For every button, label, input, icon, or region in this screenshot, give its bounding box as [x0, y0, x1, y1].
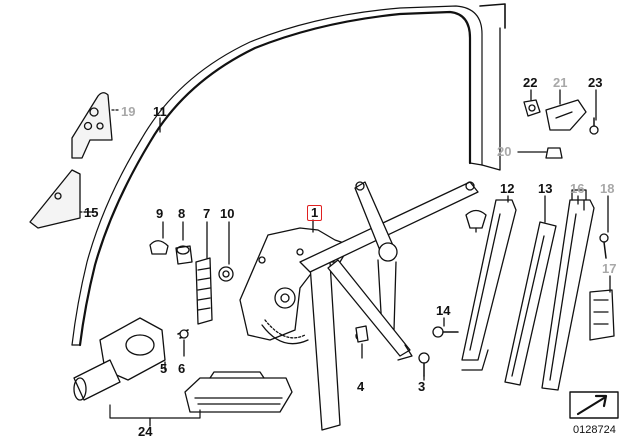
guide-rail-12	[461, 199, 517, 361]
label-part-15: 15	[84, 205, 99, 220]
guide-rail-16	[541, 199, 595, 391]
nut-22	[523, 99, 541, 117]
label-part-5: 5	[160, 361, 168, 376]
trim-piece-lower	[29, 169, 81, 229]
label-part-14: 14	[436, 303, 451, 318]
bracket-21	[545, 99, 587, 131]
label-part-24: 24	[138, 424, 153, 439]
label-part-16: 16	[570, 181, 585, 196]
diagram-id: 0128724	[573, 424, 616, 436]
part-9-clip	[149, 240, 169, 255]
label-part-7: 7	[203, 206, 211, 221]
label-part-9: 9	[156, 206, 164, 221]
label-part-19: 19	[121, 104, 136, 119]
clip-20	[545, 147, 563, 159]
regulator-arm-lower	[327, 259, 411, 357]
regulator-arm-long	[309, 261, 341, 431]
label-part-22: 22	[523, 75, 538, 90]
guide-rail-13	[504, 221, 557, 386]
label-part-1: 1	[307, 205, 323, 221]
label-part-10: 10	[220, 206, 235, 221]
label-part-3: 3	[418, 379, 426, 394]
regulator-arm-cross	[299, 181, 479, 273]
label-part-13: 13	[538, 181, 553, 196]
label-part-12: 12	[500, 181, 515, 196]
label-part-18: 18	[600, 181, 615, 196]
part-2	[465, 209, 487, 229]
part-8-grommet	[175, 245, 193, 265]
control-unit	[184, 377, 293, 413]
label-part-21: 21	[553, 75, 568, 90]
label-part-11: 11	[153, 104, 167, 119]
arrow-icon	[576, 394, 608, 416]
clip-4	[355, 325, 369, 343]
part-7-cable	[195, 257, 213, 325]
bracket-17	[589, 289, 615, 341]
label-part-8: 8	[178, 206, 186, 221]
label-part-20: 20	[497, 144, 512, 159]
window-frame-seal-inner	[71, 5, 483, 346]
label-part-23: 23	[588, 75, 603, 90]
label-part-6: 6	[178, 361, 186, 376]
window-frame-seal	[78, 10, 472, 347]
label-part-17: 17	[602, 261, 617, 276]
label-part-4: 4	[357, 379, 365, 394]
